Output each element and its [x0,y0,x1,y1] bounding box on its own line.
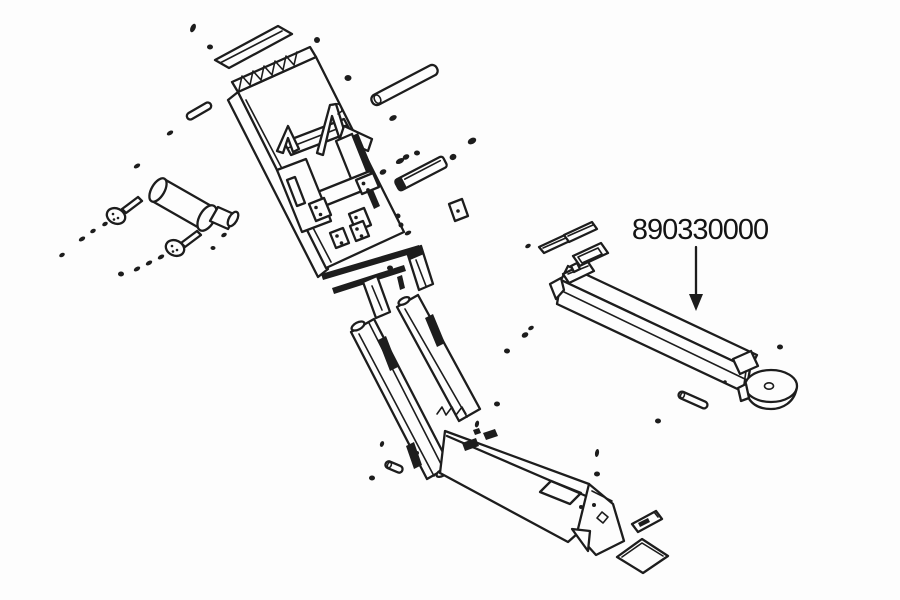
pin [397,275,405,290]
debris-dots [59,23,783,481]
shaft-bar [321,245,421,280]
arm-top-hole [538,479,583,506]
hex-bolt [164,229,203,258]
middle-cluster [321,197,470,320]
pin-rods [185,63,709,474]
part-number-label: 890330000 [632,214,768,246]
serrated-rack [238,51,298,91]
slide-pad [328,226,351,250]
main-lower-arm [436,406,626,557]
small-bracket [630,509,664,534]
roller-wheel [731,349,799,411]
top-strip-plate [213,24,294,70]
carriage-column [226,45,406,279]
wear-strips [537,220,599,255]
extension-arm [548,241,759,395]
inner-arm-right [395,293,482,423]
pin-rod [185,101,213,121]
part-number-callout: 890330000 [632,214,769,311]
pin-rod [370,63,439,107]
hex-bolt [105,195,144,226]
lambda-bracket [275,124,301,155]
pin-rod [677,390,709,410]
pin-rod [384,460,404,474]
pin-rod [394,155,448,192]
callout-arrow [689,245,703,311]
roller-cylinder-group [105,177,240,258]
arm-tip [548,276,566,301]
foot-gusset [570,527,592,553]
fork-tab [571,241,610,268]
bolt-plate [307,196,333,223]
seat-bracket-group [275,102,381,234]
slide-pad [348,219,371,243]
bolt-plate [354,171,381,196]
base-plate [615,537,670,575]
